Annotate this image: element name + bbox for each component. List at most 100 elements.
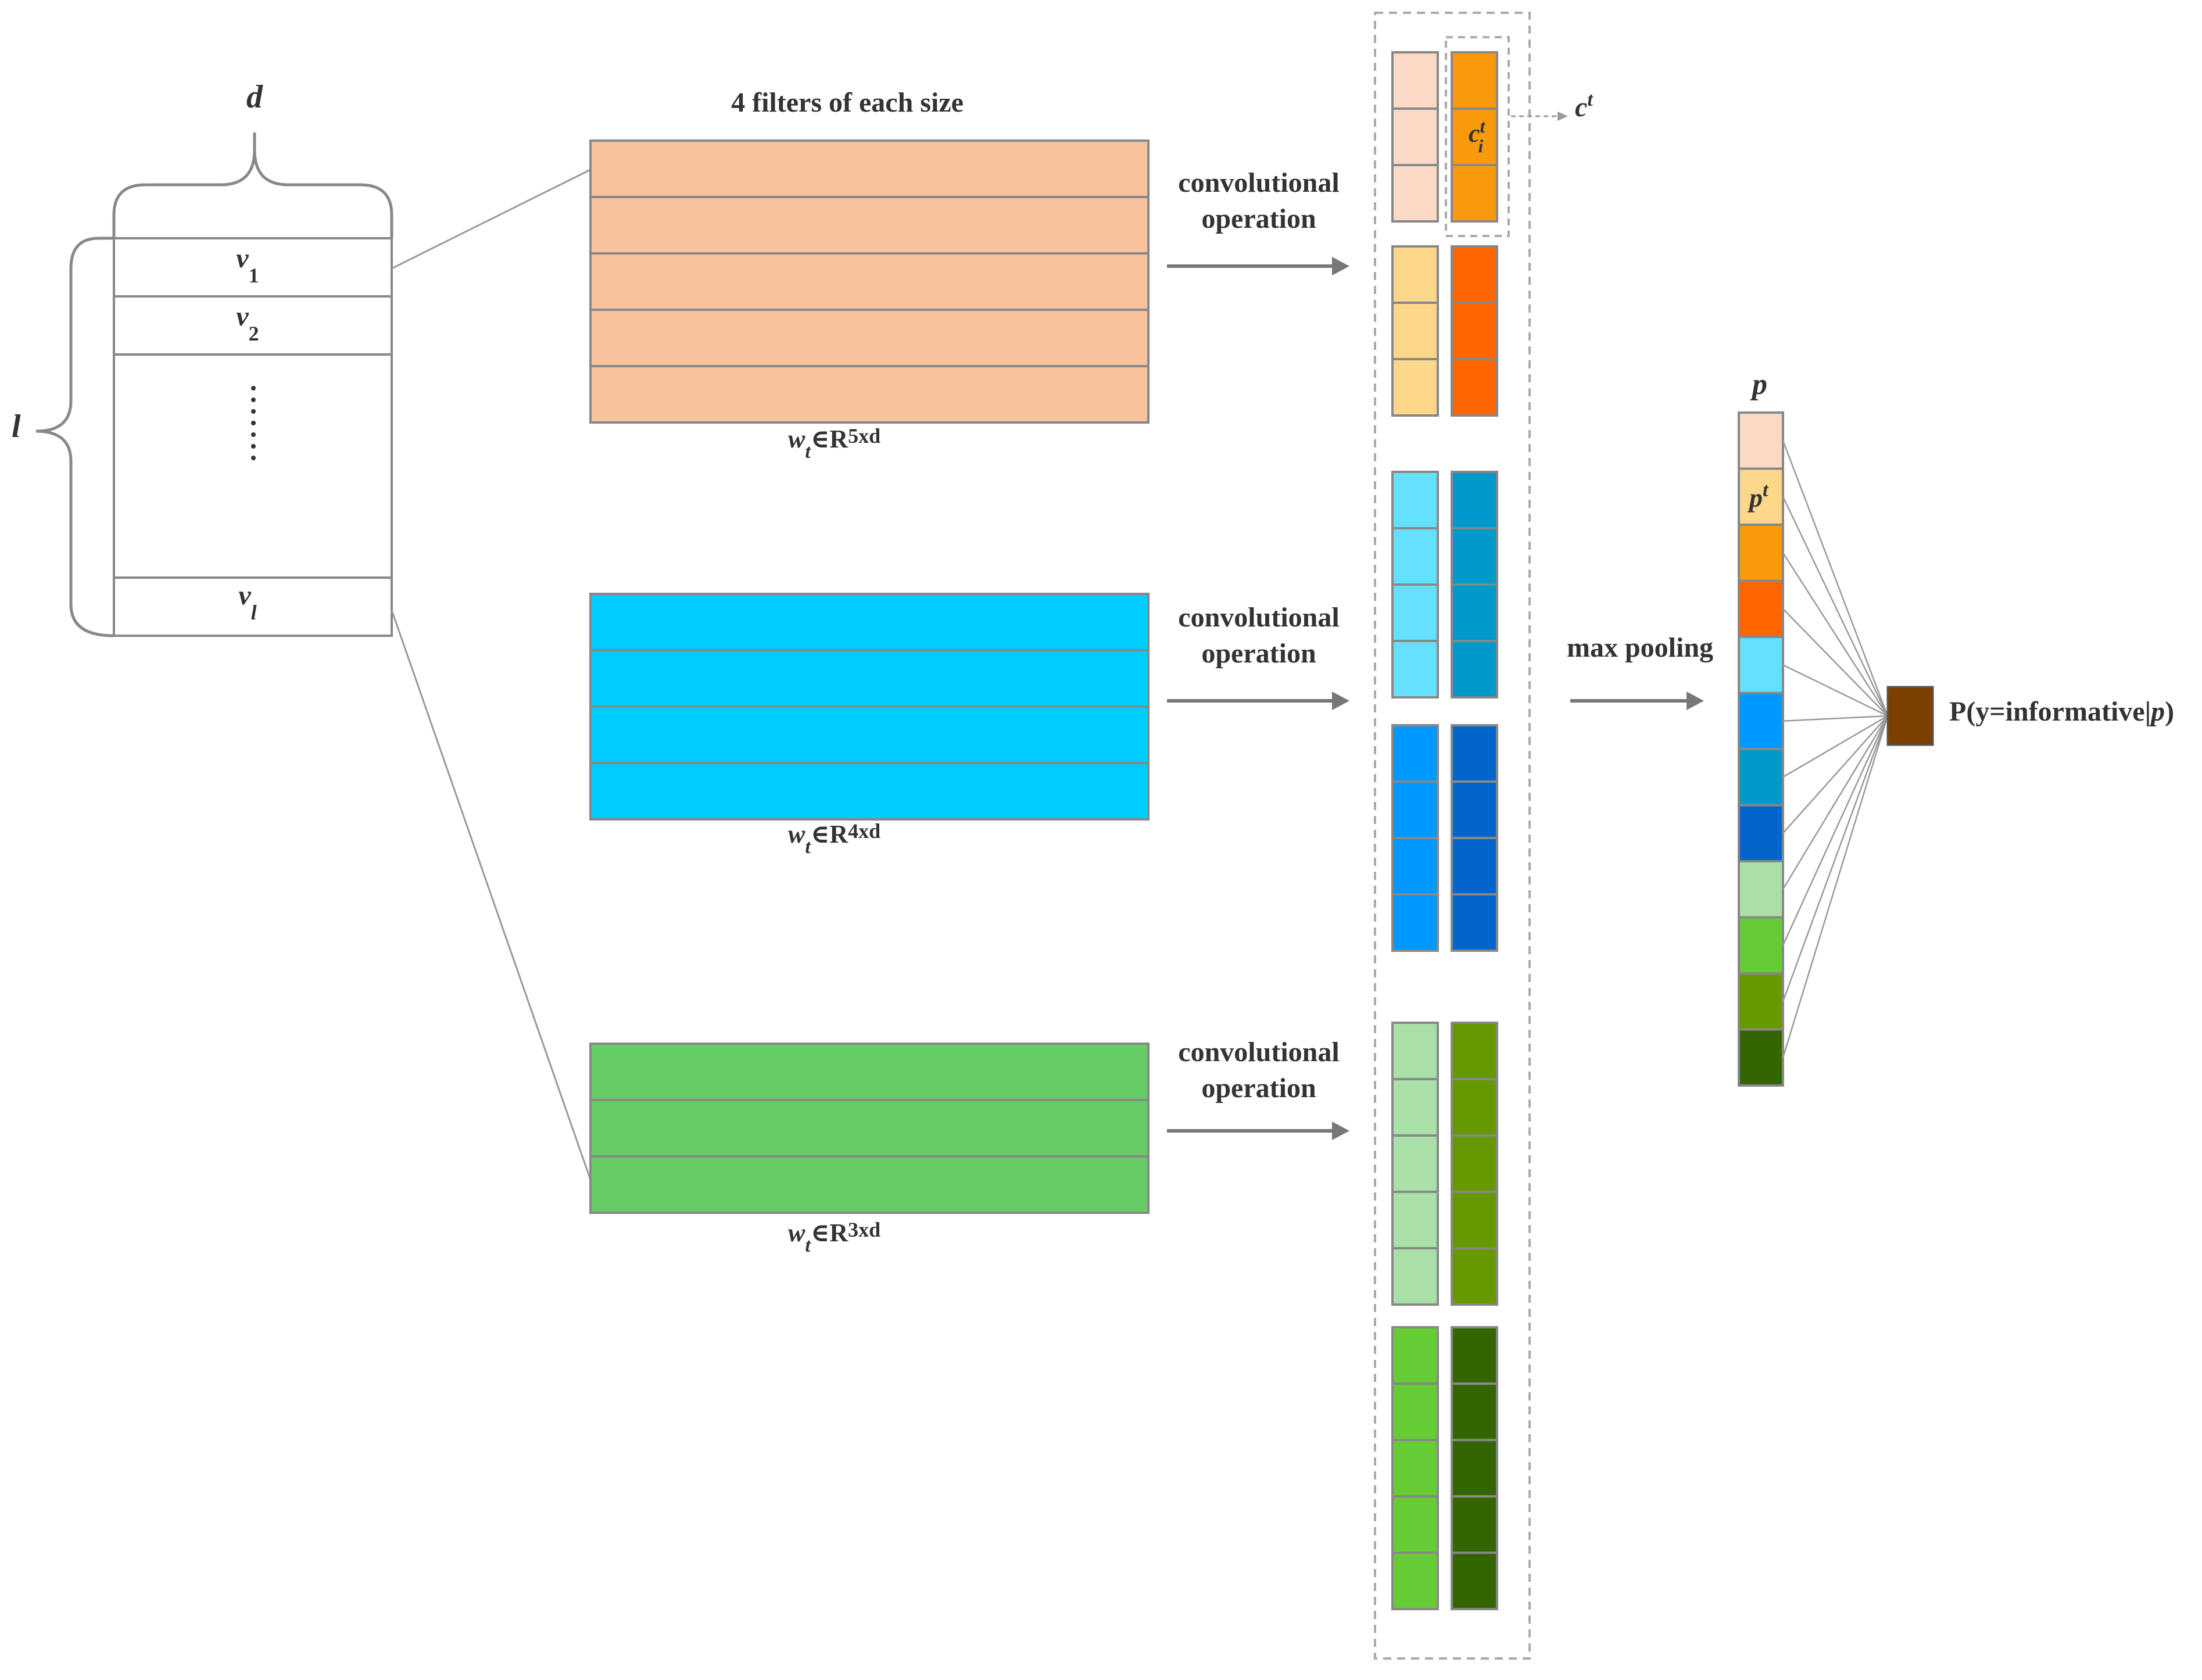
filter-row xyxy=(589,649,1150,708)
feature-map xyxy=(1391,51,1439,223)
feature-map-cell xyxy=(1391,245,1439,304)
feature-map xyxy=(1391,245,1439,417)
feature-map-cell xyxy=(1391,108,1439,166)
feature-map-cell xyxy=(1451,893,1498,952)
pooled-cell xyxy=(1738,579,1784,638)
feature-map-cell xyxy=(1391,1326,1439,1385)
conv-label-line1: convolutional xyxy=(1178,167,1339,198)
filter-row xyxy=(589,1099,1150,1158)
filter-row xyxy=(589,139,1150,198)
fc-connection xyxy=(1782,664,1888,717)
conv-label-line1: convolutional xyxy=(1178,602,1339,633)
length-brace xyxy=(35,237,114,637)
conv-arrow-head xyxy=(1332,257,1349,275)
row-label-v2: v2 xyxy=(236,301,259,345)
filter-row xyxy=(589,593,1150,651)
feature-map-cell xyxy=(1391,1552,1439,1610)
feature-map-cell xyxy=(1451,1552,1498,1610)
row-label-v1: v1 xyxy=(236,243,259,287)
feature-map-cell xyxy=(1391,358,1439,417)
feature-map-cell xyxy=(1391,164,1439,223)
fc-connection xyxy=(1782,715,1889,1058)
map-label-ct: ct xyxy=(1575,89,1594,123)
filter-row xyxy=(589,252,1150,311)
feature-map xyxy=(1391,471,1439,698)
pooled-cell xyxy=(1738,972,1784,1031)
fc-connection xyxy=(1782,715,1889,890)
filter-row xyxy=(589,1155,1150,1214)
connector-line xyxy=(391,610,592,1180)
pooled-cell-label: pt xyxy=(1747,479,1769,513)
pooled-cell xyxy=(1738,692,1784,750)
feature-map-cell xyxy=(1451,1495,1498,1554)
filter-block xyxy=(589,139,1150,424)
conv-label-line2: operation xyxy=(1201,638,1316,669)
filter-row xyxy=(589,309,1150,367)
filter-label-4xd: wt∈R4xd xyxy=(788,819,880,858)
filter-label-5xd: wt∈R5xd xyxy=(788,424,880,463)
feature-map xyxy=(1391,1022,1439,1306)
feature-map-cell xyxy=(1451,1439,1498,1498)
feature-map-cell xyxy=(1451,245,1498,304)
feature-map-cell xyxy=(1451,471,1498,529)
pooled-cell xyxy=(1738,411,1784,470)
pooled-cell xyxy=(1738,748,1784,807)
feature-map-cell xyxy=(1451,780,1498,839)
filters-title: 4 filters of each size xyxy=(731,87,964,118)
feature-map-cell xyxy=(1391,640,1439,698)
conv-operation-3: convolutional operation xyxy=(1167,1037,1349,1140)
conv-operation-2: convolutional operation xyxy=(1167,602,1349,710)
pooling-arrow-head xyxy=(1687,692,1704,710)
feature-map-cell xyxy=(1451,302,1498,360)
pooled-cell xyxy=(1738,860,1784,919)
feature-map xyxy=(1451,724,1498,952)
pooled-vector xyxy=(1738,411,1784,1087)
feature-map-cell xyxy=(1451,1247,1498,1306)
pooled-cell xyxy=(1738,916,1784,975)
feature-map-cell xyxy=(1391,51,1439,110)
feature-map-cell xyxy=(1451,1134,1498,1193)
feature-map-cell xyxy=(1451,1022,1498,1080)
filter-block xyxy=(589,593,1150,821)
conv-label-line2: operation xyxy=(1201,203,1316,234)
feature-map-cell xyxy=(1391,893,1439,952)
feature-map-cell xyxy=(1451,1326,1498,1385)
fc-connection xyxy=(1782,715,1889,1002)
fc-connection xyxy=(1782,496,1889,717)
highlighted-map-box xyxy=(1445,36,1510,237)
fc-connection xyxy=(1782,715,1889,946)
feature-map-cell xyxy=(1451,527,1498,586)
filter-block xyxy=(589,1043,1150,1214)
feature-map-cell xyxy=(1451,724,1498,783)
feature-map-columns xyxy=(1391,51,1498,1610)
feature-map-cell xyxy=(1391,724,1439,783)
conv-label-line1: convolutional xyxy=(1178,1037,1339,1068)
feature-map-cell xyxy=(1451,1191,1498,1249)
map-pointer-head xyxy=(1557,112,1568,121)
pooled-cell xyxy=(1738,1028,1784,1087)
conv-label-line2: operation xyxy=(1201,1073,1316,1104)
input-matrix: d l v1 v2 vl xyxy=(12,79,393,637)
feature-map-cell xyxy=(1391,527,1439,586)
fc-connection xyxy=(1782,715,1888,722)
feature-map-cell xyxy=(1451,640,1498,698)
max-pooling-label: max pooling xyxy=(1567,632,1713,663)
feature-map xyxy=(1451,245,1498,417)
filter-row xyxy=(589,365,1150,424)
fc-connection xyxy=(1782,440,1889,717)
feature-map xyxy=(1451,471,1498,698)
filter-row xyxy=(589,1043,1150,1101)
feature-map-cell xyxy=(1451,108,1498,166)
feature-map-cell xyxy=(1391,583,1439,642)
width-label: d xyxy=(246,79,263,115)
conv-arrow-head xyxy=(1332,1122,1349,1140)
conv-operation-1: convolutional operation xyxy=(1167,167,1349,275)
output-label: P(y=informative|p) xyxy=(1949,696,2174,727)
feature-map-cell xyxy=(1391,471,1439,529)
output-node xyxy=(1886,686,1934,746)
feature-map-cell xyxy=(1391,1134,1439,1193)
feature-map xyxy=(1451,51,1498,223)
pooled-cell xyxy=(1738,636,1784,694)
